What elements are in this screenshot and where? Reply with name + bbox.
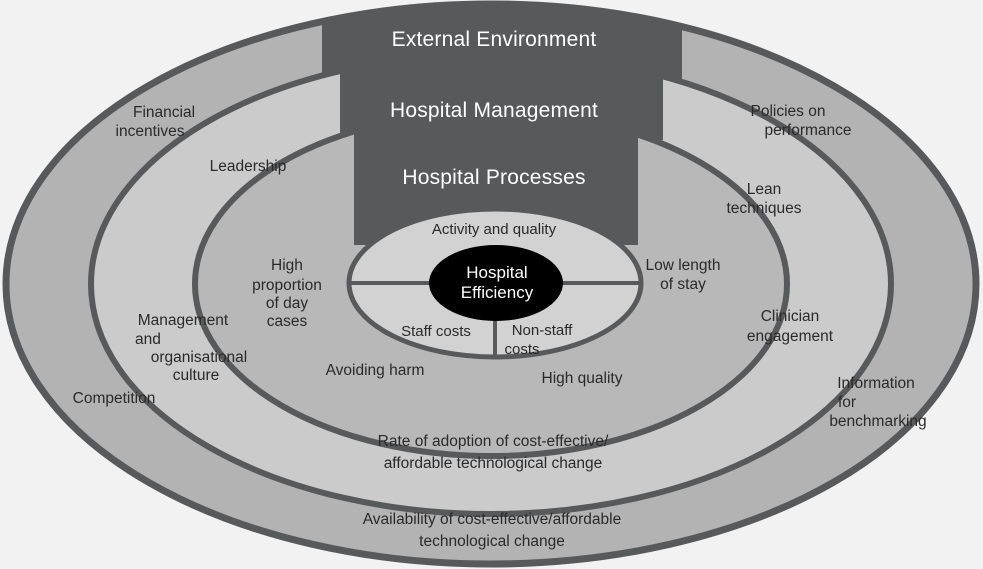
label-leadership: Leadership <box>210 158 287 175</box>
banner-label-hospital-management: Hospital Management <box>390 99 598 122</box>
label-clinician-engagement: Clinician engagement <box>747 308 834 345</box>
label-non-staff-costs-line1: Non-staff <box>512 322 573 339</box>
svg-text:for: for <box>838 394 856 411</box>
label-financial-incentives: Financial incentives <box>116 104 195 140</box>
label-availability-of-cost-effective: Availability of cost-effective/affordabl… <box>363 511 621 550</box>
svg-text:benchmarking: benchmarking <box>829 413 926 430</box>
svg-text:Management: Management <box>138 312 229 329</box>
svg-text:proportion: proportion <box>252 277 322 294</box>
core-ellipse <box>429 245 563 321</box>
label-lean-techniques: Lean techniques <box>727 181 802 217</box>
label-staff-costs: Staff costs <box>401 323 471 340</box>
svg-text:Policies on: Policies on <box>751 103 826 120</box>
label-high-quality: High quality <box>542 370 623 387</box>
svg-text:High: High <box>271 257 303 274</box>
label-competition: Competition <box>73 390 156 407</box>
svg-text:of stay: of stay <box>660 276 706 293</box>
svg-text:affordable technological chang: affordable technological change <box>384 455 603 472</box>
svg-text:performance: performance <box>764 122 851 139</box>
svg-text:and: and <box>135 331 161 348</box>
svg-text:Clinician: Clinician <box>761 308 820 325</box>
label-high-proportion-of-day-cases: High proportion of day cases <box>252 257 322 330</box>
svg-text:Availability of cost-effective: Availability of cost-effective/affordabl… <box>363 511 621 528</box>
core-label-line2: Efficiency <box>461 283 534 302</box>
label-information-for-benchmarking: Information for benchmarking <box>829 375 926 430</box>
svg-text:culture: culture <box>173 367 220 384</box>
label-policies-on-performance: Policies on performance <box>751 103 852 139</box>
svg-text:Lean: Lean <box>747 181 781 198</box>
label-low-length-of-stay: Low length of stay <box>646 257 721 293</box>
svg-text:cases: cases <box>267 313 308 330</box>
label-management-and-organisational-culture: Management and organisational culture <box>135 312 247 384</box>
svg-text:Rate of adoption of cost-effec: Rate of adoption of cost-effective/ <box>378 433 609 450</box>
svg-text:engagement: engagement <box>747 328 834 345</box>
label-activity-and-quality: Activity and quality <box>432 221 557 238</box>
label-avoiding-harm: Avoiding harm <box>326 362 425 379</box>
svg-text:technological change: technological change <box>419 533 565 550</box>
svg-text:organisational: organisational <box>151 349 248 366</box>
banner-label-external-environment: External Environment <box>392 28 597 51</box>
svg-text:of day: of day <box>266 295 308 312</box>
svg-text:incentives: incentives <box>116 123 185 140</box>
core-label-line1: Hospital <box>466 263 527 282</box>
svg-text:Information: Information <box>837 375 915 392</box>
svg-text:Financial: Financial <box>133 104 195 121</box>
svg-text:techniques: techniques <box>727 200 802 217</box>
label-rate-of-adoption: Rate of adoption of cost-effective/ affo… <box>378 433 609 472</box>
banner-label-hospital-processes: Hospital Processes <box>402 166 585 189</box>
label-non-staff-costs-line2: costs <box>504 341 539 358</box>
svg-text:Low length: Low length <box>646 257 721 274</box>
